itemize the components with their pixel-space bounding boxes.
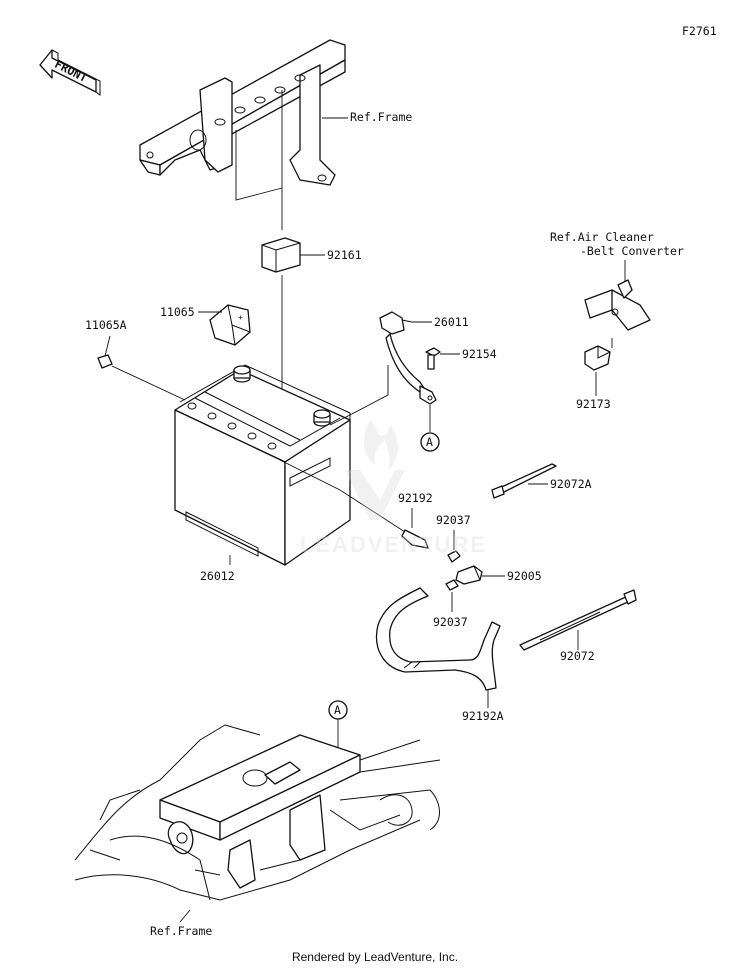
ref-frame-bottom: Ref.Frame (150, 924, 212, 938)
front-label: FRONT (52, 57, 89, 85)
callout-92192A: 92192A (462, 709, 504, 723)
watermark-text: LEADVENTURE (300, 532, 487, 557)
leadventure-watermark: LEADVENTURE (300, 420, 487, 557)
hose-92192A (376, 587, 501, 691)
battery-cable-26011 (379, 311, 437, 405)
terminal-cap-11065: + (209, 304, 251, 346)
battery-pad-92161 (261, 237, 301, 273)
callout-26011: 26011 (434, 315, 469, 329)
ref-belt-converter: -Belt Converter (580, 244, 684, 258)
frame-bracket-top (139, 39, 346, 186)
callout-26012: 26012 (200, 569, 235, 583)
callout-92192: 92192 (398, 491, 433, 505)
ref-air-cleaner: Ref.Air Cleaner (550, 230, 654, 244)
svg-text:+: + (238, 313, 243, 322)
marker-a-top (420, 432, 440, 452)
terminal-cap-11065A (97, 354, 113, 369)
callout-92173: 92173 (576, 397, 611, 411)
clip-92037-bottom (445, 579, 459, 591)
tube-92192 (401, 529, 429, 549)
marker-a-bottom-label: A (334, 703, 341, 717)
front-arrow-icon: FRONT (39, 49, 101, 96)
callout-11065: 11065 (160, 305, 195, 319)
figure-code: F2761 (682, 24, 717, 38)
callout-92005: 92005 (507, 569, 542, 583)
band-92072A (491, 463, 557, 499)
fitting-92005 (455, 565, 483, 585)
clamp-92173 (584, 345, 611, 371)
clip-92037-top (447, 550, 461, 563)
callout-92161: 92161 (327, 248, 362, 262)
callout-92072A: 92072A (550, 477, 592, 491)
frame-assembly-bottom (74, 724, 441, 901)
marker-a-top-label: A (426, 435, 433, 449)
ref-frame-top: Ref.Frame (350, 110, 412, 124)
callout-92154: 92154 (462, 347, 497, 361)
callout-92037-top: 92037 (436, 513, 471, 527)
band-92072 (519, 589, 637, 651)
callout-92072: 92072 (560, 649, 595, 663)
air-cleaner-bracket (584, 279, 651, 331)
callout-92037-bottom: 92037 (433, 615, 468, 629)
callout-11065A: 11065A (85, 318, 127, 332)
battery-26012 (174, 364, 351, 566)
bolt-92154 (425, 347, 441, 370)
footer-credit: Rendered by LeadVenture, Inc. (291, 950, 459, 964)
